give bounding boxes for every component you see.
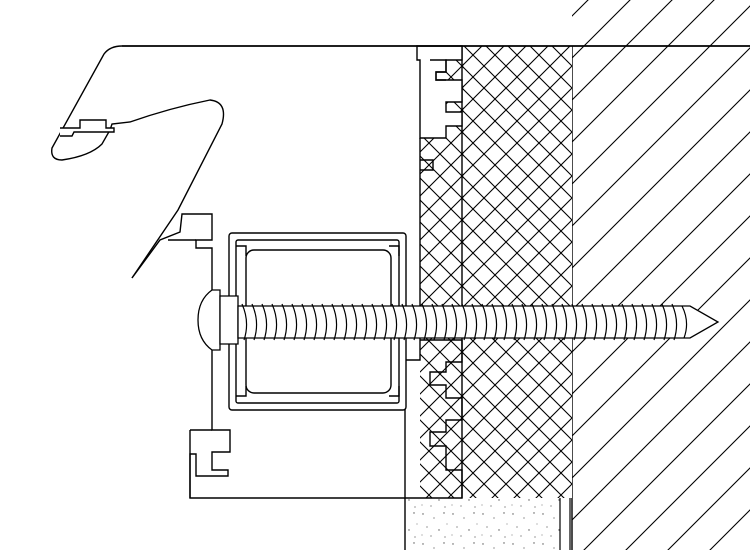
insulation (420, 46, 572, 498)
wall-substrate (569, 0, 750, 550)
concrete-base (404, 498, 563, 550)
mounting-profile (404, 45, 463, 499)
wood-screw (197, 289, 720, 351)
